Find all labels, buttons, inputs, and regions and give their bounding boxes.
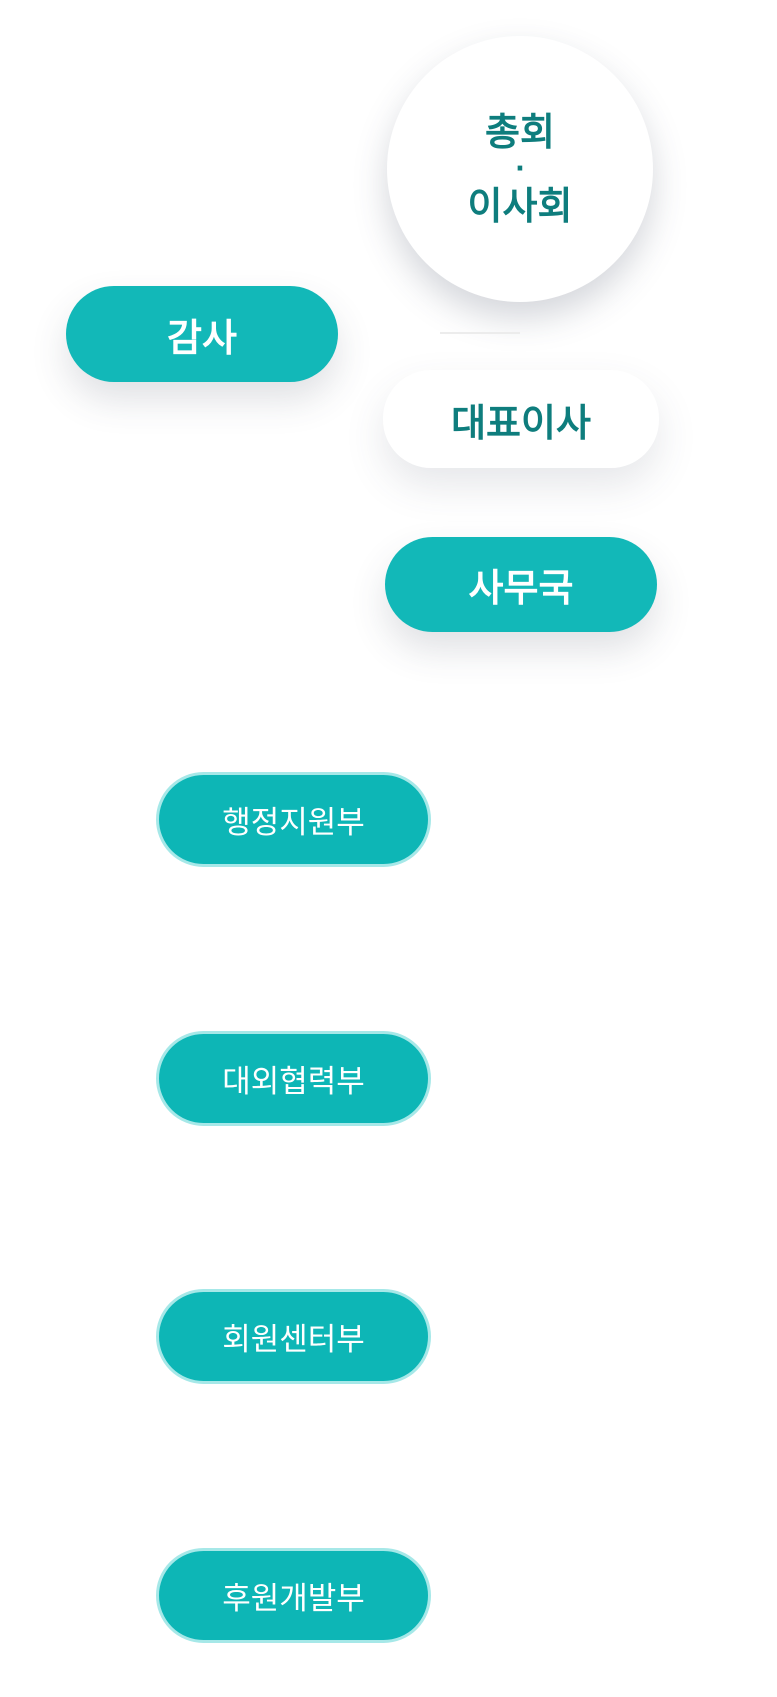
connector-line — [440, 332, 520, 334]
secretariat-node: 사무국 — [385, 537, 657, 632]
department-label: 후원개발부 — [222, 1581, 365, 1617]
department-node-admin-support: 행정지원부 — [156, 772, 431, 867]
auditor-label: 감사 — [167, 315, 237, 360]
department-node-member-center: 회원센터부 — [156, 1289, 431, 1384]
label-separator: · — [515, 154, 525, 184]
secretariat-label: 사무국 — [468, 566, 574, 610]
general-meeting-board-node: 총회 · 이사회 — [387, 36, 653, 302]
department-label: 회원센터부 — [222, 1322, 365, 1358]
department-node-sponsorship-development: 후원개발부 — [156, 1548, 431, 1643]
board-label: 이사회 — [467, 184, 573, 228]
general-meeting-label: 총회 — [485, 110, 555, 154]
department-label: 대외협력부 — [222, 1064, 365, 1100]
department-node-external-cooperation: 대외협력부 — [156, 1031, 431, 1126]
ceo-node: 대표이사 — [383, 370, 659, 468]
ceo-label: 대표이사 — [451, 400, 591, 445]
department-label: 행정지원부 — [222, 805, 365, 841]
auditor-node: 감사 — [66, 286, 338, 382]
